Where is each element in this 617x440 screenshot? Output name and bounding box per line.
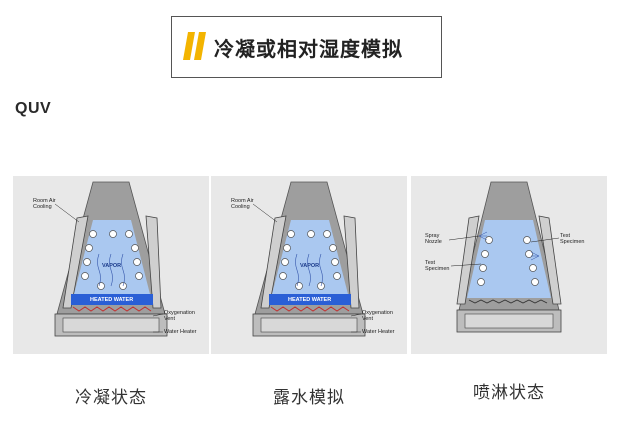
- diagram-panel-spray: Spray Nozzle Test Specimen Test Specimen: [411, 176, 607, 354]
- label-heated-water: HEATED WATER: [288, 297, 331, 303]
- diagram-panel-dew: Room Air Cooling VAPOR HEATED WATER Oxyg…: [211, 176, 407, 354]
- label-specimen-right: Specimen: [560, 239, 584, 245]
- caption-spray: 喷淋状态: [411, 378, 607, 403]
- label-specimen-left: Specimen: [425, 266, 449, 272]
- label-vent: Vent: [164, 316, 175, 322]
- title-box-right-border: [441, 16, 442, 77]
- caption-condensation: 冷凝状态: [13, 383, 209, 408]
- label-heated-water: HEATED WATER: [90, 297, 133, 303]
- title-box-top-border: [172, 16, 441, 17]
- label-vapor: VAPOR: [300, 263, 319, 269]
- diagram-panel-condensation: Room Air Cooling VAPOR HEATED WATER Oxyg…: [13, 176, 209, 354]
- label-water-heater: Water Heater: [362, 329, 395, 335]
- label-vent: Vent: [362, 316, 373, 322]
- quote-mark-icon: [182, 30, 208, 62]
- label-water-heater: Water Heater: [164, 329, 197, 335]
- section-title-box: 冷凝或相对湿度模拟: [171, 16, 441, 78]
- chamber-diagram: [411, 176, 607, 354]
- label-vapor: VAPOR: [102, 263, 121, 269]
- brand-label: QUV: [15, 100, 51, 118]
- label-cooling: Cooling: [231, 204, 250, 210]
- caption-dew: 露水模拟: [211, 383, 407, 408]
- label-nozzle: Nozzle: [425, 239, 442, 245]
- section-title: 冷凝或相对湿度模拟: [214, 33, 403, 62]
- label-cooling: Cooling: [33, 204, 52, 210]
